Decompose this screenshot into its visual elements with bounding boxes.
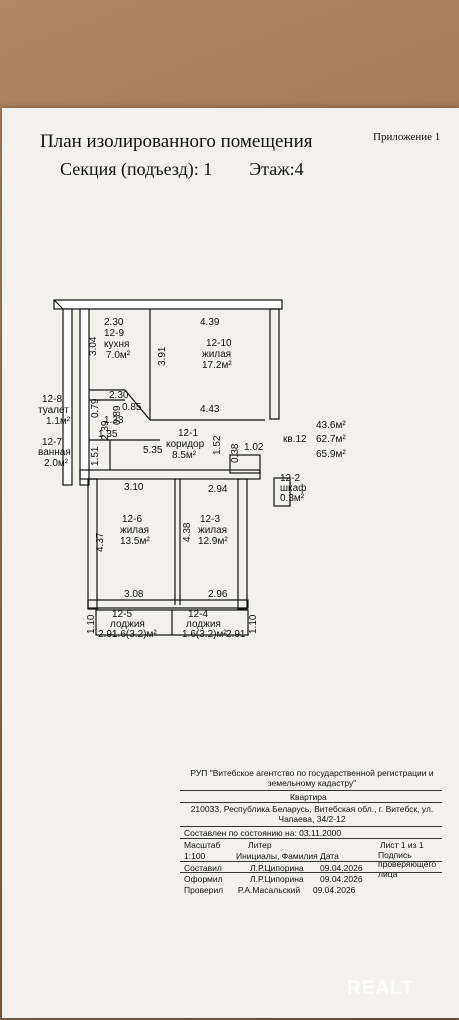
dim-15: 1.52 [212, 435, 223, 455]
apartment-number: кв.12 [283, 434, 307, 445]
dim-14: 1.51 [90, 446, 101, 466]
dim-10: 1.35 [98, 429, 118, 440]
realt-watermark: REALT [347, 978, 414, 999]
room-area-12-1: 8.5м² [172, 450, 197, 461]
stamp-row-2-date: 09.04.2026 [320, 874, 363, 884]
dim-23: 2.96 [208, 589, 228, 600]
dim-18: 3.10 [124, 482, 144, 493]
stamp-scale-label: Масштаб [184, 840, 221, 850]
dim-13: 5.35 [143, 445, 163, 456]
floor-label: Этаж:4 [249, 159, 304, 179]
stamp-address: 210033, Республика Беларусь, Витебская о… [190, 804, 434, 825]
room-name-12-8: туалет [38, 405, 69, 416]
room-id-12-6: 12-6 [122, 514, 142, 525]
room-id-12-1: 12-1 [178, 428, 198, 439]
stamp-sheet: Лист 1 из 1 [380, 840, 424, 850]
stamp-scale: 1:100 [184, 851, 206, 861]
stamp-col-name: Инициалы, Фамилия [236, 851, 318, 861]
room-area-12-10: 17.2м² [202, 360, 232, 371]
area-total-2: 62.7м² [316, 434, 346, 445]
dim-6: 0.85 [122, 402, 142, 413]
room-area-12-3: 12.9м² [198, 536, 228, 547]
dim-12: 0.89 [112, 405, 123, 425]
room-name-12-3: жилая [198, 525, 227, 536]
area-total-1: 43.6м² [316, 420, 346, 431]
dim-11: 2.39 [100, 420, 111, 440]
stamp-row-2-role: Оформил [184, 874, 223, 884]
dim-24: 1.10 [86, 614, 97, 634]
stamp-col-date: Дата [320, 851, 339, 861]
stamp-date-line: Составлен по состоянию на: 03.11.2000 [184, 828, 342, 838]
room-id-12-2: 12-2 [280, 473, 300, 484]
stamp-org: РУП "Витебское агентство по государствен… [190, 768, 434, 789]
stamp-row-3: Проверил Р.А.Масальский 09.04.2026 [184, 886, 355, 895]
dim-9: 1.33 [104, 415, 124, 426]
stamp-row-1-role: Составил [184, 863, 222, 873]
document-title: План изолированного помещения [40, 131, 313, 152]
dim-20: 4.37 [95, 532, 106, 552]
dim-1: 2.30 [104, 317, 124, 328]
dim-5: 2.30 [109, 390, 129, 401]
room-name-12-9: кухня [104, 339, 129, 350]
document-subtitle: Секция (подъезд): 1 Этаж:4 [60, 160, 304, 178]
room-name-12-5: лоджия [110, 619, 145, 630]
dim-2: 4.39 [200, 317, 220, 328]
dim-8: 0.79 [90, 398, 101, 418]
dim-7: 4.43 [200, 404, 220, 415]
dim-22: 3.08 [124, 589, 144, 600]
section-label: Секция (подъезд): 1 [60, 159, 213, 179]
room-id-12-4: 12-4 [188, 609, 208, 620]
stamp-row-3-date: 09.04.2026 [312, 885, 356, 895]
room-name-12-4: лоджия [186, 619, 221, 630]
dim-26: 2.91 [98, 629, 118, 640]
area-total-3: 65.9м² [316, 449, 346, 460]
room-area-12-4: 1.6(3.2)м² [182, 629, 227, 640]
dim-19: 2.94 [208, 484, 228, 495]
room-id-12-7: 12-7 [42, 437, 62, 448]
room-id-12-8: 12-8 [42, 394, 62, 405]
room-name-12-7: ванная [38, 447, 71, 458]
room-id-12-9: 12-9 [104, 328, 124, 339]
stamp-row-3-role: Проверил [184, 885, 224, 895]
title-block: РУП "Витебское агентство по государствен… [180, 766, 442, 884]
room-name-12-10: жилая [202, 349, 231, 360]
stamp-row-3-name: Р.А.Масальский [237, 885, 301, 895]
room-area-12-7: 2.0м² [44, 458, 69, 469]
paper-sheet [2, 108, 459, 1018]
room-area-12-2: 0.3м² [280, 493, 305, 504]
dim-21: 4.38 [182, 522, 193, 542]
stamp-row-1-date: 09.04.2026 [320, 863, 363, 873]
room-area-12-8: 1.1м² [46, 416, 71, 427]
dim-27: 2.91 [226, 629, 246, 640]
dim-3: 3.04 [88, 336, 99, 356]
appendix-label: Приложение 1 [373, 131, 441, 143]
room-id-12-3: 12-3 [200, 514, 220, 525]
room-id-12-5: 12-5 [112, 609, 132, 620]
dim-17: 1.02 [244, 442, 264, 453]
room-id-12-10: 12-10 [206, 338, 232, 349]
room-area-12-5: 1.6(3.2)м² [112, 629, 157, 640]
stamp-row-2-name: Л.Р.Ципорина [250, 874, 304, 884]
room-name-12-1: коридор [166, 439, 205, 450]
room-area-12-9: 7.0м² [106, 350, 131, 361]
stamp-col-sign: Подпись проверяющего лица [378, 850, 437, 879]
dim-4: 3.91 [157, 346, 168, 366]
stamp-row-1-name: Л.Р.Ципорина [250, 863, 304, 873]
stamp-type: Квартира [290, 792, 327, 802]
dim-25: 1.10 [248, 614, 259, 634]
dim-16: 0.38 [230, 443, 241, 463]
room-area-12-6: 13.5м² [120, 536, 150, 547]
stamp-letter-label: Литер [248, 840, 272, 850]
room-name-12-6: жилая [120, 525, 149, 536]
room-name-12-2: шкаф [280, 482, 306, 494]
